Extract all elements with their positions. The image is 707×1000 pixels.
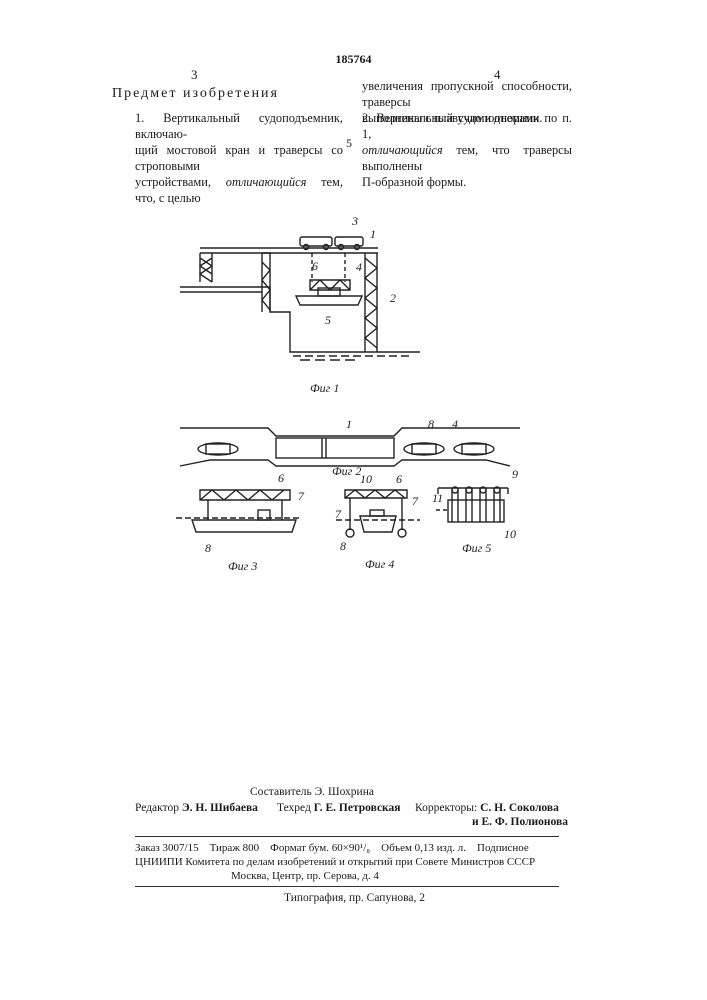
correctors: Корректоры: С. Н. Соколова xyxy=(415,802,559,814)
svg-text:9: 9 xyxy=(512,467,518,481)
svg-text:5: 5 xyxy=(325,313,331,327)
figure-3-caption: Фиг 3 xyxy=(228,559,257,573)
organization-line-1: ЦНИИПИ Комитета по делам изобретений и о… xyxy=(135,856,535,868)
svg-text:4: 4 xyxy=(452,417,458,431)
svg-text:3: 3 xyxy=(351,214,358,228)
figure-1-caption: Фиг 1 xyxy=(310,381,339,395)
svg-text:2: 2 xyxy=(390,291,396,305)
figure-3-drawing xyxy=(176,490,300,532)
compiler: Составитель Э. Шохрина xyxy=(250,786,374,798)
svg-text:8: 8 xyxy=(205,541,211,555)
svg-text:4: 4 xyxy=(356,260,362,274)
figure-2-drawing xyxy=(180,428,520,466)
editor: Редактор Э. Н. Шибаева xyxy=(135,802,258,814)
imprint-divider xyxy=(135,836,559,837)
svg-text:6: 6 xyxy=(312,259,318,273)
svg-text:6: 6 xyxy=(396,472,402,486)
figure-5-drawing xyxy=(436,487,508,522)
figure-1-drawing xyxy=(180,237,420,360)
svg-text:7: 7 xyxy=(298,489,305,503)
svg-text:10: 10 xyxy=(360,472,372,486)
imprint-divider xyxy=(135,886,559,887)
corrector-2: и Е. Ф. Полионова xyxy=(472,816,568,828)
svg-text:6: 6 xyxy=(278,471,284,485)
svg-text:7: 7 xyxy=(335,507,342,521)
organization-line-2: Москва, Центр, пр. Серова, д. 4 xyxy=(231,870,379,882)
figure-2-caption: Фиг 2 xyxy=(332,464,361,478)
techred: Техред Г. Е. Петровская xyxy=(277,802,401,814)
printing-house: Типография, пр. Сапунова, 2 xyxy=(284,892,425,904)
svg-text:11: 11 xyxy=(432,491,443,505)
svg-text:7: 7 xyxy=(412,494,419,508)
figure-5-labels: 9 11 10 Фиг 5 xyxy=(432,467,518,555)
figure-2-labels: 1 8 4 Фиг 2 xyxy=(332,417,458,478)
figure-3-labels: 6 7 8 Фиг 3 xyxy=(205,471,305,573)
figure-4-caption: Фиг 4 xyxy=(365,557,394,571)
figure-4-labels: 10 6 7 7 8 Фиг 4 xyxy=(335,472,419,571)
figure-4-drawing xyxy=(336,490,420,537)
svg-text:8: 8 xyxy=(428,417,434,431)
svg-text:1: 1 xyxy=(346,417,352,431)
figure-5-caption: Фиг 5 xyxy=(462,541,491,555)
svg-text:8: 8 xyxy=(340,539,346,553)
svg-text:10: 10 xyxy=(504,527,516,541)
order-line: Заказ 3007/15 Тираж 800 Формат бум. 60×9… xyxy=(135,842,529,854)
svg-text:1: 1 xyxy=(370,227,376,241)
